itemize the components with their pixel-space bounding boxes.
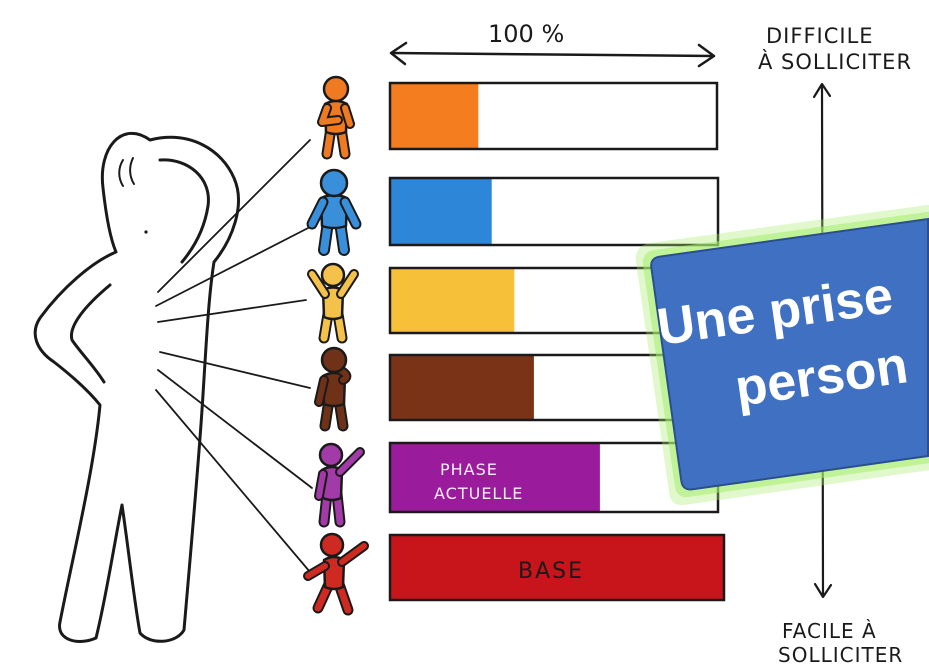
connection-line-4 xyxy=(159,351,311,389)
thinking-person-figure xyxy=(33,132,240,643)
bar-purple-label-line-2: ACTUELLE xyxy=(434,484,523,503)
connection-line-3 xyxy=(157,299,307,323)
bar-brown-fill xyxy=(390,355,534,420)
scale-label: 100 % xyxy=(488,20,564,48)
bar-red: BASE xyxy=(388,533,726,602)
thinking-person-hip-arm xyxy=(69,283,112,384)
bar-orange xyxy=(388,81,719,151)
width-arrow xyxy=(389,41,716,68)
figure-arms xyxy=(309,271,357,297)
thinking-person-right-eye xyxy=(129,157,135,185)
bar-brown xyxy=(388,353,719,422)
axis-bottom-label-line-1: FACILE À xyxy=(782,619,877,643)
bar-red-outline xyxy=(388,533,726,602)
callout-box xyxy=(650,217,929,491)
connection-line-5 xyxy=(157,369,313,489)
red-person-figure xyxy=(303,532,369,616)
axis-top-label-line-1: DIFFICILE xyxy=(766,24,874,48)
axis-top-label-line-2: À SOLLICITER xyxy=(758,49,912,74)
callout: Une prise person xyxy=(635,204,929,506)
figure-head xyxy=(319,532,345,558)
figure-head xyxy=(320,346,348,374)
bar-purple: PHASE ACTUELLE xyxy=(388,441,720,514)
figure-arms xyxy=(316,367,350,405)
yellow-person-figure xyxy=(307,262,359,344)
bar-yellow-fill xyxy=(390,268,515,333)
thinking-person-outline xyxy=(33,132,240,643)
blue-person-figure xyxy=(306,168,362,256)
width-arrow-left-head xyxy=(389,41,408,66)
figure-arms xyxy=(316,449,363,499)
bar-purple-fill xyxy=(390,443,600,512)
bar-red-label: BASE xyxy=(518,559,584,584)
difficulty-arrow-down-head xyxy=(813,582,833,599)
axis-bottom-label-line-2: SOLLICITER xyxy=(778,643,903,667)
figure-head xyxy=(318,442,344,468)
bar-blue xyxy=(388,176,720,247)
bar-orange-outline xyxy=(388,81,719,151)
figure-arms xyxy=(308,198,360,228)
thinking-person-raised-arm xyxy=(158,158,210,264)
bar-blue-fill xyxy=(390,178,492,245)
difficulty-arrow-up-head xyxy=(812,82,832,99)
figure-arms xyxy=(319,105,353,127)
brown-person-figure xyxy=(314,346,352,432)
purple-person-figure xyxy=(314,442,365,528)
connection-line-6 xyxy=(155,389,311,573)
orange-person-figure xyxy=(317,75,355,160)
thinking-person-left-eye xyxy=(118,159,124,187)
bar-blue-outline xyxy=(388,176,720,247)
figure-head xyxy=(319,168,349,198)
connection-line-1 xyxy=(157,139,311,293)
connection-lines xyxy=(155,139,313,573)
figure-head xyxy=(322,75,350,103)
thinking-person-mouth xyxy=(144,230,148,234)
figure-arms xyxy=(305,543,367,579)
width-arrow-right-head xyxy=(697,43,716,68)
connection-line-2 xyxy=(155,225,313,307)
bar-orange-fill xyxy=(390,83,479,149)
width-arrow-line xyxy=(390,51,715,58)
figure-head xyxy=(320,262,346,288)
bar-red-fill xyxy=(390,535,724,600)
bar-purple-label-line-1: PHASE xyxy=(440,460,498,479)
